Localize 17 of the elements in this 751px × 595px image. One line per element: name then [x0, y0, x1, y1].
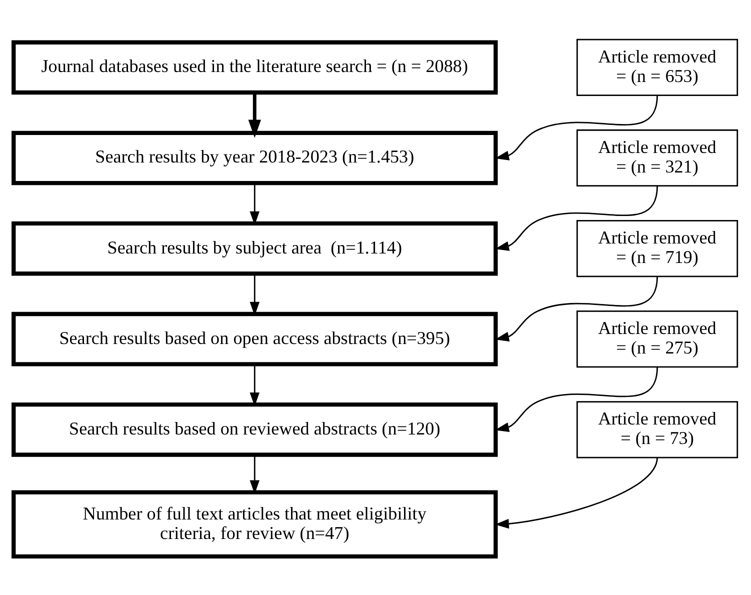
node-box: Search results based on reviewed abstracts (n=120) [12, 402, 498, 456]
node-box: Search results based on open access abstracts (n=395) [12, 311, 498, 366]
arrow [494, 94, 658, 160]
node-box: Article removed = (n = 321) [576, 128, 738, 186]
arrow [494, 456, 658, 528]
node-box: Search results by subject area (n=1.114) [12, 220, 498, 276]
node-box: Article removed = (n = 275) [576, 310, 738, 368]
arrow [248, 92, 261, 138]
arrow [494, 366, 658, 432]
arrow [494, 276, 658, 341]
node-box: Article removed = (n = 653) [576, 38, 738, 96]
node-box: Search results by year 2018-2023 (n=1.453) [12, 130, 498, 185]
node-box: Article removed = (n = 719) [576, 219, 738, 277]
node-box: Number of full text articles that meet eligibility criteria, for review (n=47) [12, 490, 498, 558]
node-box: Journal databases used in the literature search = (n = 2088) [12, 40, 498, 94]
node-box: Article removed = (n = 73) [576, 400, 738, 458]
arrow [494, 185, 658, 250]
